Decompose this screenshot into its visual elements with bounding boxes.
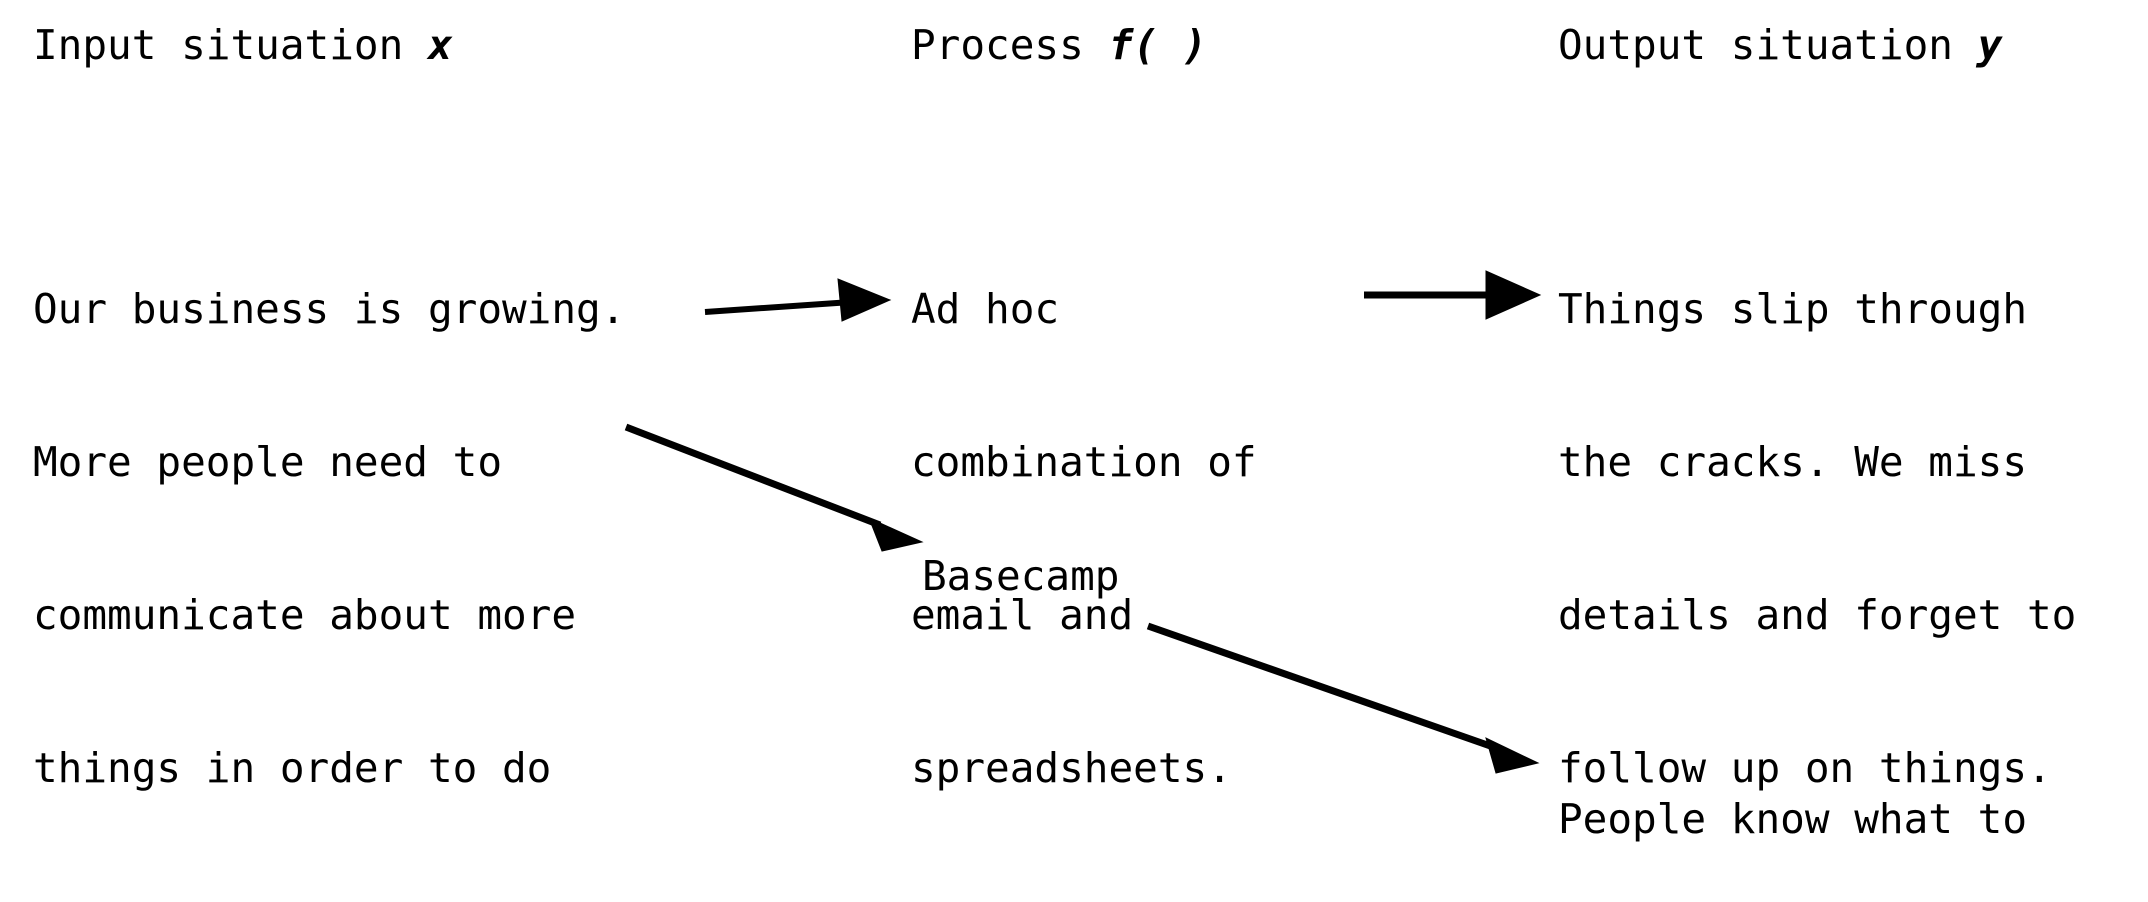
arrow-input-to-basecamp: [624, 423, 924, 552]
text-block-output-problem: Things slip through the cracks. We miss …: [1558, 182, 2076, 896]
text-line: spreadsheets.: [911, 744, 1232, 792]
text-block-output-outcome: People know what to do and consistently …: [1558, 692, 2027, 902]
text-line: More people need to: [33, 438, 502, 486]
text-block-process-adhoc: Ad hoc combination of email and spreadsh…: [911, 182, 1257, 896]
text-line: combination of: [911, 438, 1257, 486]
text-line: things in order to do: [33, 744, 552, 792]
column-header-output: Output situation y: [1558, 20, 2002, 71]
text-line: Things slip through: [1558, 285, 2027, 333]
text-line: email and: [911, 591, 1134, 639]
text-line: Our business is growing.: [33, 285, 626, 333]
arrow-input-to-adhoc-shaft: [704, 298, 867, 315]
arrow-input-to-basecamp-shaft: [624, 423, 882, 529]
column-header-output-symbol: y: [1977, 21, 2003, 69]
text-line: details and forget to: [1558, 591, 2077, 639]
node-label-basecamp: Basecamp: [922, 552, 1120, 600]
text-block-input-situation: Our business is growing. More people nee…: [33, 182, 625, 902]
arrow-basecamp-to-outcome-head: [1485, 737, 1540, 774]
column-header-process: Process f( ): [911, 20, 1207, 71]
text-line: the work.: [33, 896, 625, 902]
column-header-process-symbol: f( ): [1108, 21, 1208, 69]
column-header-process-text: Process: [911, 21, 1109, 69]
text-line: People know what to: [1558, 795, 2027, 843]
text-line: communicate about more: [33, 591, 577, 639]
column-header-input-symbol: x: [427, 21, 453, 69]
text-line: Ad hoc: [911, 285, 1060, 333]
text-line: follow up on things.: [1558, 744, 2052, 792]
column-header-input-text: Input situation: [33, 21, 428, 69]
text-line: the cracks. We miss: [1558, 438, 2027, 486]
arrow-adhoc-to-problem: [1364, 270, 1542, 320]
column-header-output-text: Output situation: [1558, 21, 1978, 69]
arrow-adhoc-to-problem-head: [1485, 270, 1542, 320]
column-header-input: Input situation x: [33, 20, 453, 71]
arrow-input-to-adhoc-head: [837, 278, 892, 322]
arrow-input-to-adhoc: [704, 278, 892, 322]
